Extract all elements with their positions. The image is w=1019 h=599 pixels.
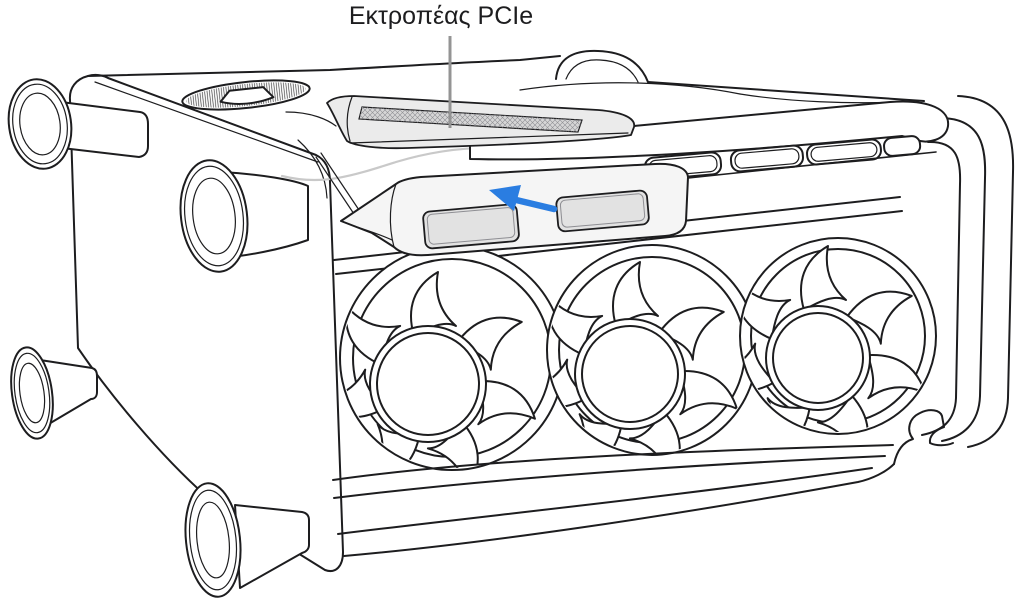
foot-bottom-left [10, 346, 98, 440]
foot-top-mid [179, 159, 309, 273]
bottom-frame-rail [332, 409, 954, 557]
fan-1 [339, 245, 565, 471]
latch-handle [219, 86, 275, 105]
slide-direction-arrow-icon [489, 185, 558, 213]
slider-window-1 [422, 203, 520, 250]
pcie-diverter [326, 95, 635, 150]
frame-right-tubes [921, 95, 1015, 448]
rubber-feet [7, 78, 310, 598]
io-slot-2 [729, 144, 804, 173]
slider-window-2 [555, 189, 650, 233]
handle-loop [555, 49, 649, 83]
frame-foot-step [893, 409, 954, 465]
callout: Εκτροπέας PCIe [349, 2, 533, 128]
top-latch-vent [181, 79, 311, 111]
diverter-grille [358, 106, 583, 133]
frame-handle-bar [469, 100, 950, 161]
foot-top-left [7, 78, 149, 170]
io-slot-3 [806, 138, 882, 166]
fan-3 [739, 237, 937, 435]
cooling-fans [339, 237, 937, 471]
io-slot-4 [883, 135, 922, 157]
pcie-slider [340, 162, 689, 257]
foot-bottom-mid [184, 482, 310, 598]
callout-label: Εκτροπέας PCIe [349, 2, 533, 30]
